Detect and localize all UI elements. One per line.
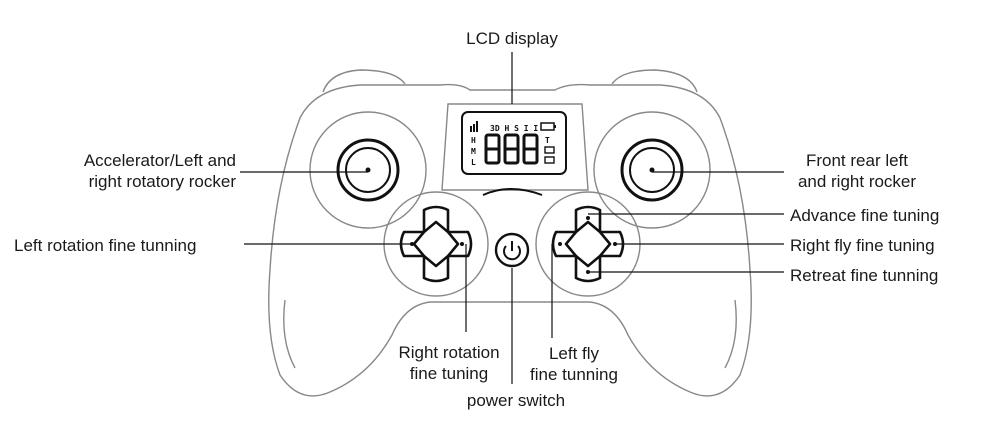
label-right-rotation: Right rotation fine tuning: [384, 342, 514, 384]
lcd-bezel: [441, 103, 589, 191]
right-dpad-left-button: [551, 230, 578, 258]
camera-icon: [544, 146, 555, 154]
power-icon: [503, 241, 521, 261]
lcd-screen: [461, 111, 567, 175]
label-front-rear-line2: and right rocker: [797, 172, 917, 191]
right-stick-housing: [593, 111, 711, 229]
label-accelerator-line1: Accelerator/Left and: [83, 151, 236, 170]
label-power-switch: power switch: [466, 391, 566, 410]
lcd-top-indicators: 3D H S I I: [490, 124, 538, 133]
lcd-row-l: L: [471, 158, 476, 167]
signal-icon: [470, 121, 478, 132]
label-front-rear-line1: Front rear left: [805, 151, 909, 170]
left-shoulder-bumper: [322, 69, 406, 93]
right-dpad-up-button: [574, 205, 602, 234]
video-icon: [544, 156, 555, 164]
right-dpad-down-button: [574, 254, 602, 283]
right-shoulder-bumper: [611, 69, 698, 93]
label-lcd-display: LCD display: [466, 29, 558, 48]
label-accelerator: Accelerator/Left and right rotatory rock…: [40, 150, 236, 192]
right-stick-ring: [620, 138, 684, 202]
right-dpad: [551, 205, 625, 283]
left-stick-housing: [309, 111, 427, 229]
label-accelerator-line2: right rotatory rocker: [88, 172, 236, 191]
label-left-fly-line1: Left fly: [548, 344, 600, 363]
label-left-fly-line2: fine tunning: [530, 365, 618, 384]
power-button: [494, 232, 530, 268]
label-right-rotation-line2: fine tuning: [409, 364, 489, 383]
lcd-row-h: H: [471, 136, 476, 145]
left-dpad-up-button: [422, 205, 450, 234]
battery-icon: [540, 122, 556, 131]
label-retreat-fine: Retreat fine tunning: [790, 266, 939, 285]
label-advance-fine: Advance fine tuning: [790, 206, 940, 225]
controller-body: [268, 83, 752, 397]
lcd-row-m: M: [471, 147, 476, 156]
label-left-fly: Left fly fine tunning: [514, 343, 634, 385]
lcd-right-t: T: [545, 136, 550, 145]
lcd-digits: [484, 133, 539, 165]
right-stick-cap: [629, 147, 675, 193]
left-stick-ring: [336, 138, 400, 202]
left-dpad-right-button: [446, 230, 473, 258]
label-right-rotation-line1: Right rotation: [398, 343, 500, 362]
label-left-rotation-fine: Left rotation fine tunning: [14, 236, 197, 255]
label-right-fly-fine: Right fly fine tuning: [790, 236, 935, 255]
left-dpad-down-button: [422, 254, 450, 283]
label-front-rear: Front rear left and right rocker: [782, 150, 932, 192]
left-stick-cap: [345, 147, 391, 193]
